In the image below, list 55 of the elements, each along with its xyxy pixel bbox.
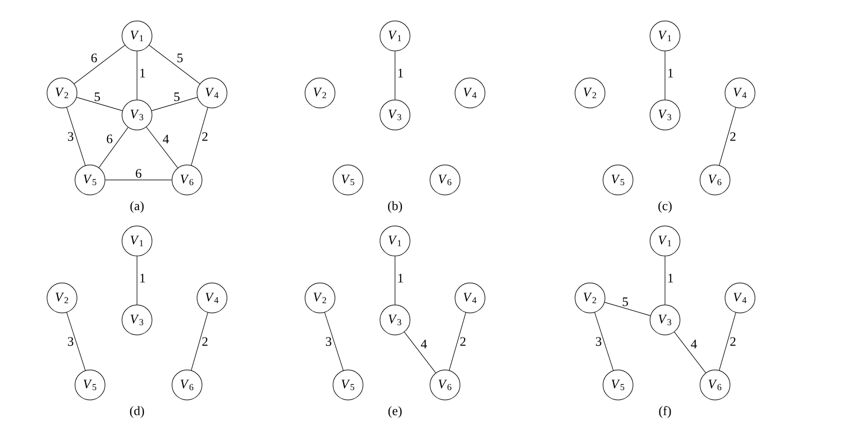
edge-weight: 2: [202, 132, 208, 141]
edge-weight: 1: [668, 68, 673, 78]
edge-weight: 5: [622, 298, 628, 306]
edge-weight: 6: [136, 169, 142, 178]
edge-line: [190, 312, 208, 371]
edge-line: [98, 127, 128, 168]
edge-line: [151, 97, 198, 111]
edge-line: [394, 50, 396, 100]
edge-weight: 2: [460, 337, 466, 346]
panel-caption: (d): [130, 406, 144, 418]
edge-line: [66, 107, 86, 166]
edge-weight: 1: [398, 68, 403, 78]
edge-line: [664, 256, 666, 305]
edge-weight: 4: [690, 340, 697, 348]
panel-caption: (e): [388, 406, 402, 418]
edge-weight: 6: [106, 134, 112, 144]
edge-line: [448, 312, 466, 371]
panel-caption: (f): [659, 406, 671, 418]
edge-weight: 4: [420, 340, 427, 348]
edge-line: [136, 50, 138, 100]
edge-line: [190, 107, 208, 166]
edge-line: [394, 256, 396, 305]
edge-weight: 3: [596, 337, 602, 346]
edge-line: [404, 332, 436, 374]
edge-line: [718, 312, 736, 371]
edge-weight: 3: [68, 132, 74, 141]
edge-weight: 4: [162, 134, 169, 144]
edge-weight: 5: [94, 92, 100, 102]
edge-weight: 2: [730, 132, 736, 141]
edge-weight: 3: [68, 337, 74, 346]
edge-line: [148, 44, 200, 84]
edge-line: [146, 126, 178, 168]
edge-weight: 1: [140, 68, 145, 78]
edge-line: [664, 50, 666, 100]
edge-weight: 1: [140, 274, 145, 282]
edge-weight: 2: [730, 337, 736, 346]
panel-caption: (a): [130, 201, 144, 213]
edge-line: [324, 312, 344, 371]
edge-line: [66, 312, 86, 371]
edge-weight: 1: [668, 274, 673, 282]
edge-weight: 1: [398, 274, 403, 282]
edge-line: [718, 107, 736, 166]
edge-weight: 3: [326, 337, 332, 346]
edge-weight: 5: [174, 92, 180, 102]
panel-caption: (b): [388, 201, 402, 213]
edge-line: [136, 256, 138, 305]
edge-line: [74, 44, 126, 84]
edge-line: [594, 312, 614, 371]
edge-line: [76, 97, 123, 111]
edge-weight: 5: [177, 54, 183, 62]
edge-weight: 2: [202, 337, 208, 346]
panel-caption: (c): [658, 201, 672, 213]
edge-line: [674, 332, 706, 374]
edge-line: [604, 302, 651, 316]
edge-weight: 6: [91, 54, 97, 62]
